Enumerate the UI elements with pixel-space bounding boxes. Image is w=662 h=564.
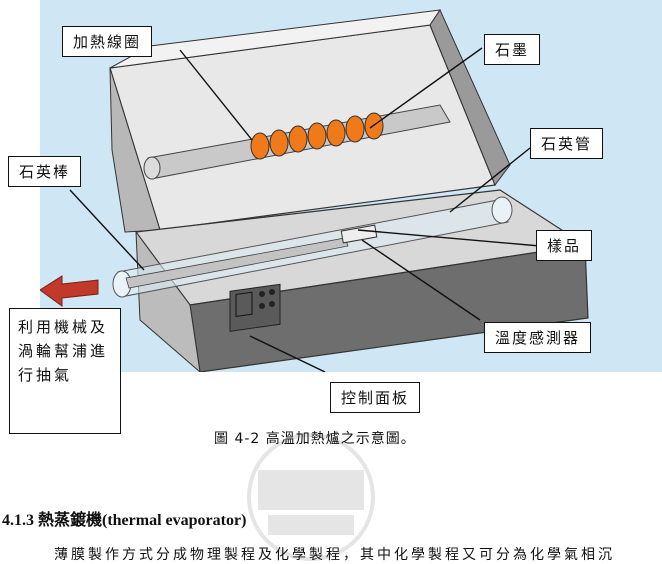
section-heading: 4.1.3 熱蒸鍍機(thermal evaporator) (2, 506, 246, 530)
control-knob (259, 291, 265, 297)
control-knob (269, 301, 275, 307)
pump-direction-arrow (40, 276, 98, 306)
label-temperature-sensor: 溫度感測器 (484, 322, 591, 353)
quartz-tube-end-right (492, 197, 512, 223)
figure-caption: 圖 4-2 高溫加熱爐之示意圖。 (214, 428, 416, 448)
pump-note: 利用機械及渦輪幫浦進行抽氣 (9, 308, 121, 434)
furnace-diagram: 加熱線圈 石墨 石英棒 石英管 樣品 溫度感測器 (40, 0, 662, 372)
label-quartz-rod: 石英棒 (8, 156, 81, 187)
label-heating-coil: 加熱線圈 (62, 26, 152, 57)
control-knob (259, 303, 265, 309)
label-control-panel: 控制面板 (330, 382, 420, 413)
channel-opening (144, 157, 160, 179)
label-sample: 樣品 (536, 230, 592, 261)
control-knob (269, 289, 275, 295)
label-quartz-boat: 石墨 (484, 34, 540, 65)
label-quartz-tube: 石英管 (530, 128, 603, 159)
body-paragraph: 薄膜製作方式分成物理製程及化學製程，其中化學製程又可分為化學氣相沉 (54, 544, 654, 564)
